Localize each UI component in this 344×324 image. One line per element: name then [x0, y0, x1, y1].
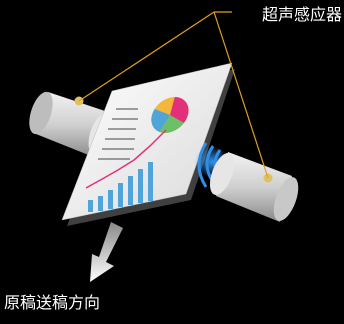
feed-direction-arrow [90, 222, 123, 282]
original-document [61, 62, 235, 226]
sensor-label: 超声感应器 [261, 5, 342, 24]
right-sensor [209, 152, 299, 222]
feed-direction-label: 原稿送稿方向 [4, 293, 101, 312]
sensor-callout-lines [78, 11, 269, 179]
